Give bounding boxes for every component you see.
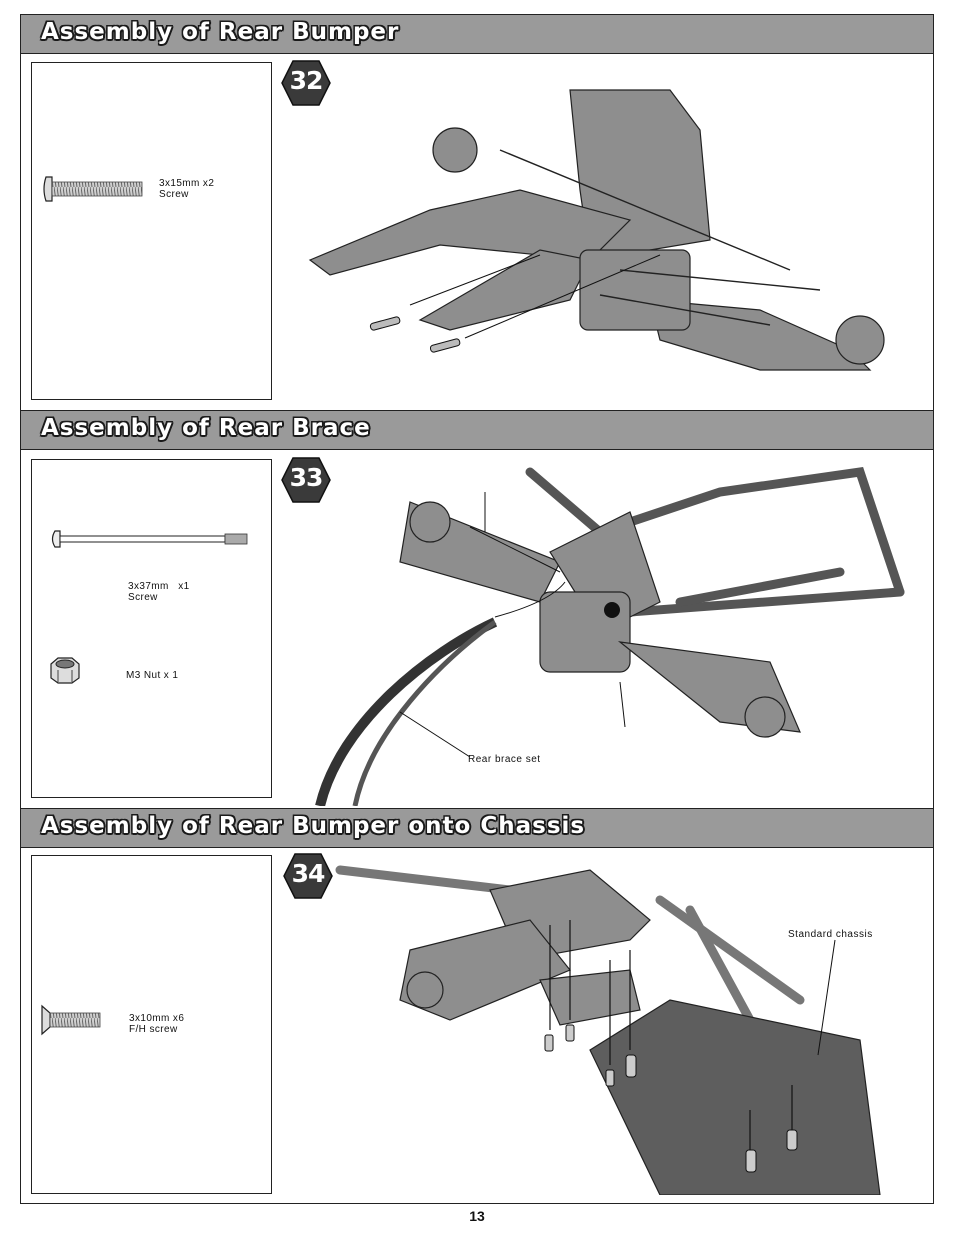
parts-box-step-33: 3x37mm x1 Screw M3 Nut x 1: [31, 459, 272, 798]
long-screw-icon: [50, 528, 250, 550]
section-header-rear-brace: Assembly of Rear Brace: [20, 410, 934, 450]
flat-head-screw-icon: [40, 1004, 104, 1036]
part-label: 3x15mm x2 Screw: [159, 178, 214, 200]
section-title: Assembly of Rear Bumper: [41, 19, 399, 45]
section-header-rear-bumper: Assembly of Rear Bumper: [20, 14, 934, 54]
rear-brace-assembly-illustration: [300, 452, 930, 806]
parts-box-step-34: 3x10mm x6 F/H screw: [31, 855, 272, 1194]
parts-box-step-32: 3x15mm x2 Screw: [31, 62, 272, 400]
callout-standard-chassis: Standard chassis: [788, 929, 873, 940]
lock-nut-icon: [48, 656, 82, 684]
rear-bumper-assembly-illustration: [290, 70, 930, 400]
bumper-onto-chassis-illustration: [330, 850, 930, 1195]
button-head-screw-icon: [42, 173, 152, 205]
callout-rear-brace-set: Rear brace set: [468, 754, 541, 765]
section-header-bumper-onto-chassis: Assembly of Rear Bumper onto Chassis: [20, 808, 934, 848]
page-number: 13: [0, 1208, 954, 1224]
section-title: Assembly of Rear Bumper onto Chassis: [41, 813, 585, 839]
step-number-badge: 34: [283, 853, 333, 899]
part-label: M3 Nut x 1: [126, 670, 178, 681]
part-label: 3x37mm x1 Screw: [128, 581, 190, 603]
section-title: Assembly of Rear Brace: [41, 415, 371, 441]
part-label: 3x10mm x6 F/H screw: [129, 1013, 184, 1035]
step-number: 34: [283, 859, 333, 888]
